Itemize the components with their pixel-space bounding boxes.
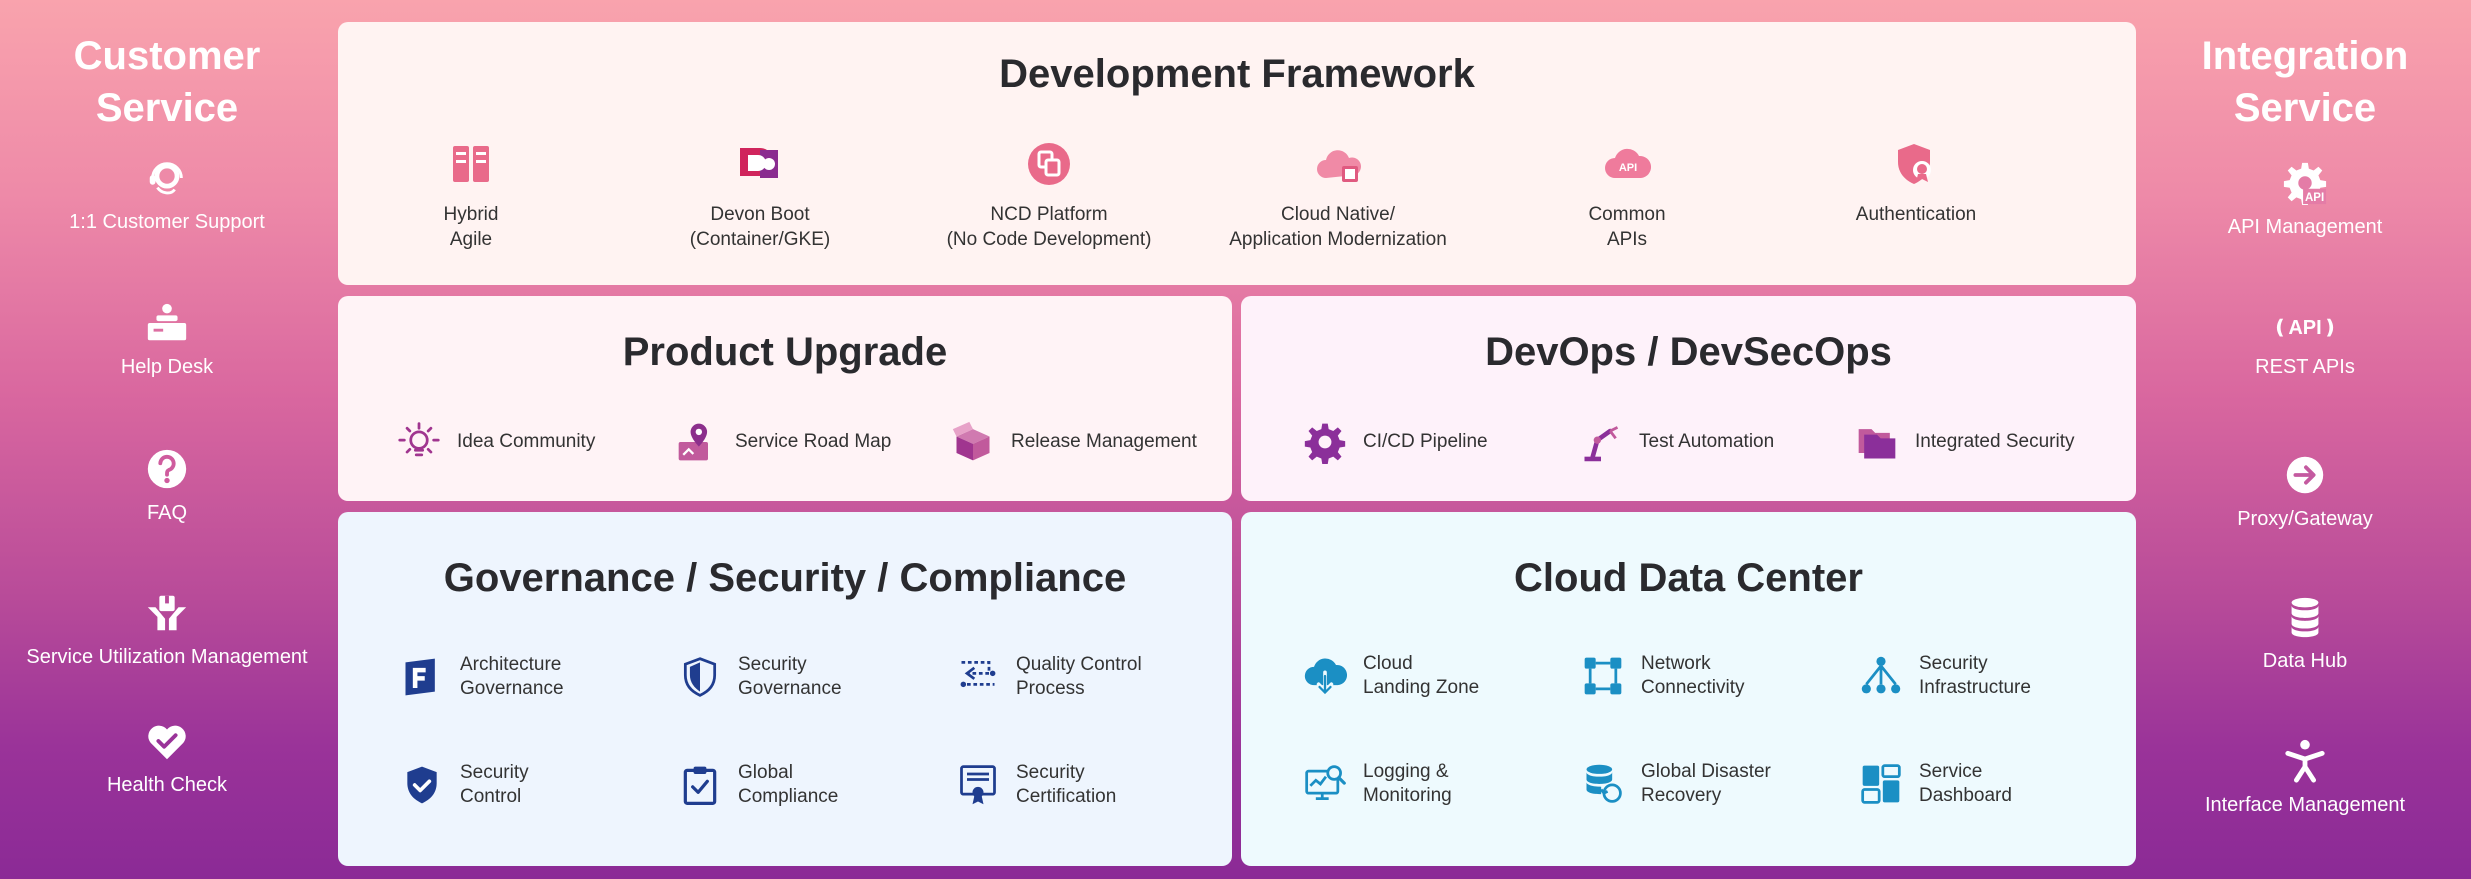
governance-panel: Governance / Security / Compliance Archi…: [338, 512, 1232, 866]
devops-panel: DevOps / DevSecOps CI/CD Pipeline Test A…: [1241, 296, 2136, 501]
hands-box-icon: [147, 595, 187, 631]
devon-logo-icon: [740, 148, 778, 178]
copy-circle-icon: [1028, 143, 1070, 185]
integrated-security-item[interactable]: Integrated Security: [1855, 420, 2074, 464]
architecture-icon: [405, 658, 435, 696]
product-upgrade-title: Product Upgrade: [622, 330, 948, 374]
map-pin-icon: [678, 423, 708, 461]
shield-check-icon: [407, 766, 437, 804]
integration-service-column: Integration Service API API Management ❪…: [2140, 0, 2470, 879]
monitor-search-icon: [1305, 765, 1346, 801]
data-hub-item[interactable]: Data Hub: [2140, 594, 2470, 673]
devops-title: DevOps / DevSecOps: [1485, 330, 1892, 374]
cloud-download-icon: [1304, 658, 1347, 695]
svg-text:API: API: [2305, 192, 2324, 204]
idea-community-item[interactable]: Idea Community: [397, 420, 595, 464]
rest-api-icon: ❪API❫: [2271, 317, 2339, 339]
service-road-map-item[interactable]: Service Road Map: [675, 420, 891, 464]
test-automation-item[interactable]: Test Automation: [1579, 420, 1774, 464]
network-icon: [1584, 657, 1622, 695]
cloud-box-icon: [1317, 150, 1362, 182]
customer-service-column: Customer Service 1:1 Customer Support He…: [2, 0, 332, 879]
api-management-item[interactable]: API API Management: [2140, 160, 2470, 239]
gear-api-icon: API: [2283, 162, 2327, 206]
certificate-icon: [960, 765, 996, 805]
development-framework-title: Development Framework: [999, 52, 1475, 96]
database-restore-icon: [1586, 764, 1622, 803]
integration-service-title: Integration Service: [2201, 34, 2409, 130]
faq-item[interactable]: FAQ: [2, 446, 332, 525]
hierarchy-icon: [1861, 656, 1901, 694]
process-icon: [960, 660, 996, 688]
service-utilization-item[interactable]: Service Utilization Management: [2, 590, 332, 669]
cloud-native-item[interactable]: Cloud Native/Application Modernization: [1208, 140, 1468, 252]
devon-boot-item[interactable]: Devon Boot(Container/GKE): [630, 140, 890, 252]
robot-arm-icon: [1584, 426, 1619, 462]
cloud-api-icon: API: [1605, 148, 1651, 178]
arrow-circle-icon: [2286, 456, 2324, 494]
help-desk-item[interactable]: Help Desk: [2, 300, 332, 379]
open-box-icon: [952, 421, 990, 461]
person-icon: [2285, 739, 2325, 783]
database-icon: [2291, 597, 2319, 638]
release-management-item[interactable]: Release Management: [951, 420, 1197, 464]
question-icon: [147, 449, 187, 489]
books-icon: [453, 146, 489, 182]
proxy-gateway-item[interactable]: Proxy/Gateway: [2140, 452, 2470, 531]
dashboard-icon: [1861, 764, 1901, 804]
customer-service-title: Customer Service: [73, 34, 261, 130]
governance-title: Governance / Security / Compliance: [443, 556, 1127, 600]
svg-text:API: API: [1619, 162, 1637, 174]
interface-management-item[interactable]: Interface Management: [2140, 738, 2470, 817]
shield-half-icon: [683, 657, 717, 697]
cloud-data-center-title: Cloud Data Center: [1514, 556, 1863, 600]
authentication-item[interactable]: Authentication: [1786, 140, 2046, 227]
customer-support-item[interactable]: 1:1 Customer Support: [2, 155, 332, 234]
product-upgrade-panel: Product Upgrade Idea Community Service R…: [338, 296, 1232, 501]
logging-monitoring-item[interactable]: Logging &Monitoring: [1303, 760, 1452, 808]
headset-icon: [149, 162, 183, 195]
gear-icon: [1304, 423, 1346, 464]
rest-apis-item[interactable]: ❪API❫ REST APIs: [2140, 310, 2470, 379]
bulb-icon: [398, 422, 440, 457]
desk-icon: [147, 303, 187, 341]
folders-icon: [1858, 429, 1896, 459]
health-check-item[interactable]: Health Check: [2, 718, 332, 797]
heart-check-icon: [148, 725, 186, 760]
shield-badge-icon: [1898, 144, 1931, 184]
ncd-platform-item[interactable]: NCD Platform(No Code Development): [919, 140, 1179, 252]
clipboard-check-icon: [683, 766, 717, 805]
cicd-pipeline-item[interactable]: CI/CD Pipeline: [1303, 420, 1488, 464]
